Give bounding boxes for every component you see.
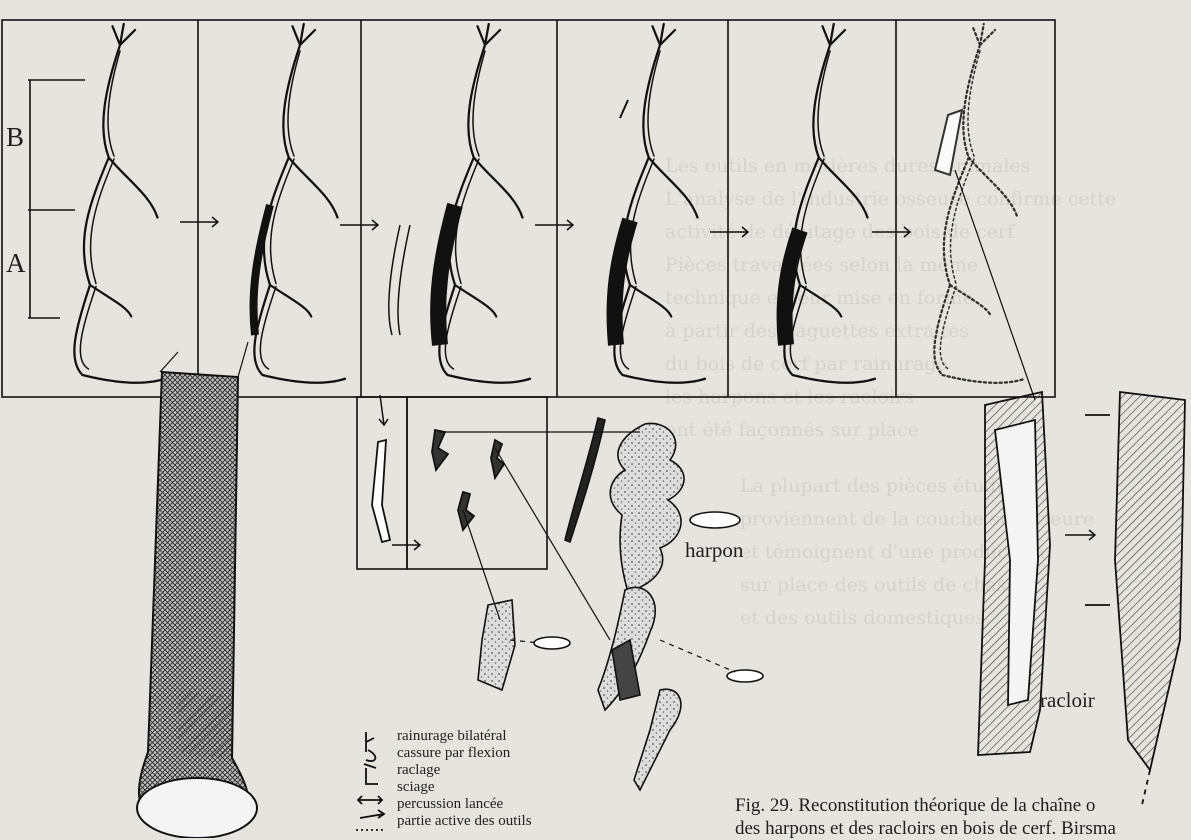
legend-cassure: cassure par flexion — [397, 745, 510, 762]
beam-detail — [137, 342, 257, 838]
antler-stage-5 — [784, 24, 875, 383]
legend-rainurage: rainurage bilatéral — [397, 728, 507, 745]
figure-caption-line-2: des harpons et des racloirs en bois de c… — [735, 818, 1116, 840]
legend-sciage: sciage — [397, 779, 434, 796]
cassure-icon — [364, 750, 376, 768]
harpoon-finished — [478, 418, 763, 790]
racloir-tool — [978, 392, 1185, 805]
antler-stage-6-dotted — [934, 24, 1025, 383]
legend-symbols — [356, 732, 386, 830]
harpon-label: harpon — [685, 538, 743, 563]
antler-stage-4 — [614, 24, 705, 383]
segment-b-label: B — [6, 122, 24, 153]
percussion-icon — [360, 810, 384, 818]
harpoon-blanks — [372, 430, 504, 542]
sciage-icon — [358, 796, 382, 804]
figure-caption-line-1: Fig. 29. Reconstitution théorique de la … — [735, 795, 1095, 817]
length-bracket — [28, 80, 85, 318]
racloir-label: racloir — [1040, 688, 1095, 713]
antler-stage-3 — [389, 24, 530, 383]
raclage-icon — [366, 768, 378, 784]
top-panels — [2, 20, 1055, 397]
rainurage-icon — [366, 732, 374, 752]
connector-lines — [440, 170, 1035, 672]
antler-stage-1 — [74, 24, 165, 383]
antler-stage-2 — [253, 24, 345, 383]
legend-partie-active: partie active des outils — [397, 813, 532, 830]
segment-a-label: A — [6, 248, 26, 279]
legend-raclage: raclage — [397, 762, 440, 779]
legend-percussion: percussion lancée — [397, 796, 503, 813]
